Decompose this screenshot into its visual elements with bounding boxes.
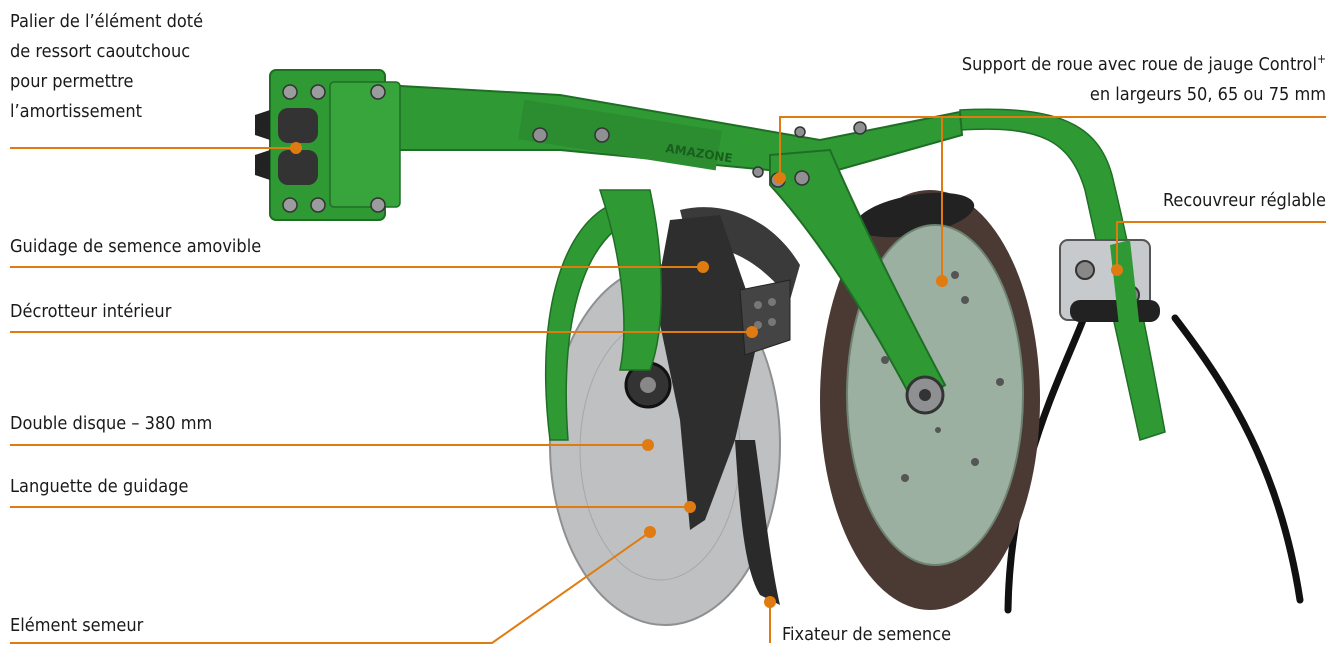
label-wheel-support-line-2: en largeurs 50, 65 ou 75 mm (1089, 84, 1326, 105)
label-wheel-support-sup: + (1316, 52, 1326, 66)
callout-dots (290, 142, 1123, 608)
shank (655, 215, 760, 530)
label-guide-tongue: Languette de guidage (10, 476, 189, 497)
cover-bracket (1059, 239, 1160, 335)
label-bearing: Palier de l’élément doté de ressort caou… (10, 7, 203, 127)
cover-tine-right (1171, 314, 1304, 604)
callout-cover (1116, 221, 1326, 270)
seed-fixer (735, 440, 780, 605)
label-seed-guide: Guidage de semence amovible (10, 236, 262, 257)
callout-sowing-element (10, 531, 651, 644)
gauge-wheel-bolts (881, 271, 1004, 482)
label-bearing-line-2: de ressort caoutchouc (10, 41, 191, 62)
label-bearing-line-1: Palier de l’élément doté (10, 11, 204, 32)
label-wheel-support-line-1: Support de roue avec roue de jauge Contr… (961, 54, 1317, 75)
label-seed-fixer: Fixateur de semence (782, 624, 952, 645)
front-guard (544, 203, 616, 441)
rear-arm (959, 108, 1166, 441)
label-scraper: Décrotteur intérieur (10, 301, 172, 322)
scraper-block (739, 279, 791, 356)
callout-lines (10, 116, 1326, 644)
bearing-block (255, 69, 401, 221)
label-double-disc: Double disque – 380 mm (10, 413, 213, 434)
label-bearing-line-3: pour permettre (10, 71, 134, 92)
label-bearing-line-4: l’amortissement (10, 101, 142, 122)
label-cover: Recouvreur réglable (1162, 190, 1326, 211)
label-wheel-support: Support de roue avec roue de jauge Contr… (962, 44, 1326, 110)
callout-wheel-support (779, 116, 1326, 178)
disc-bracket (598, 189, 662, 371)
label-sowing-element: Elément semeur (10, 615, 144, 636)
